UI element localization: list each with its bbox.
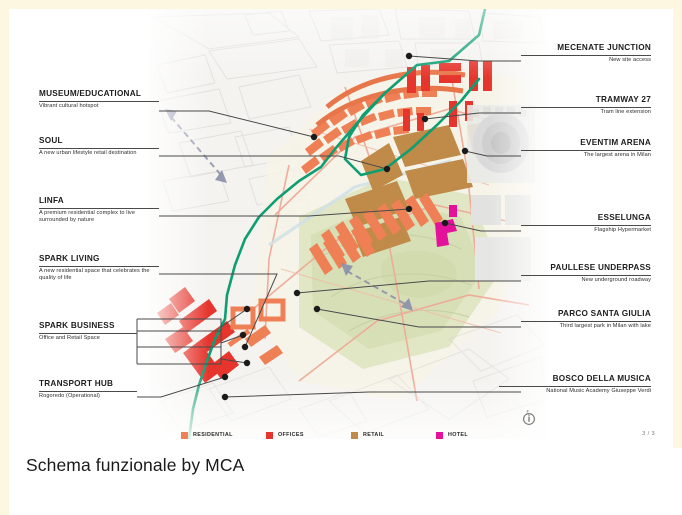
callout-subtitle: Vibrant cultural hotspot bbox=[39, 103, 99, 109]
callout-bosco-della-musica[interactable]: BOSCO DELLA MUSICA National Music Academ… bbox=[499, 374, 651, 395]
callout-museum-educational[interactable]: MUSEUM/EDUCATIONAL Vibrant cultural hots… bbox=[39, 89, 159, 110]
callout-paullese-underpass[interactable]: PAULLESE UNDERPASS New underground roadw… bbox=[521, 263, 651, 284]
legend-label: RESIDENTIAL bbox=[193, 432, 233, 438]
legend-label: RETAIL bbox=[363, 432, 385, 438]
callout-tramway-27[interactable]: TRAMWAY 27 Tram line extension bbox=[521, 95, 651, 116]
callout-title: SOUL bbox=[39, 136, 63, 145]
callout-title: ESSELUNGA bbox=[597, 213, 651, 222]
slide-frame-left bbox=[0, 0, 9, 515]
callout-subtitle: The largest arena in Milan bbox=[583, 152, 651, 158]
callout-title: BOSCO DELLA MUSICA bbox=[552, 374, 651, 383]
callout-rule bbox=[39, 207, 159, 209]
legend-item-hotel[interactable]: HOTEL bbox=[436, 431, 521, 439]
callout-subtitle: Office and Retail Space bbox=[39, 335, 100, 341]
callout-subtitle: Tram line extension bbox=[600, 109, 651, 115]
callout-rule bbox=[521, 224, 651, 226]
legend-swatch-icon bbox=[181, 431, 188, 439]
slide-frame-right bbox=[673, 0, 682, 448]
callout-rule bbox=[499, 385, 651, 387]
callout-rule bbox=[39, 332, 137, 334]
callout-subtitle: National Music Academy Giuseppe Verdi bbox=[546, 388, 651, 394]
callout-subtitle: A new urban lifestyle retail destination bbox=[39, 150, 137, 156]
callout-eventim-arena[interactable]: EVENTIM ARENA The largest arena in Milan bbox=[521, 138, 651, 159]
callout-title: PARCO SANTA GIULIA bbox=[557, 309, 651, 318]
callout-subtitle: A new residential space that celebrates … bbox=[39, 268, 150, 282]
callout-title: SPARK LIVING bbox=[39, 254, 100, 263]
callout-parco-santa-giulia[interactable]: PARCO SANTA GIULIA Third largest park in… bbox=[521, 309, 651, 330]
callout-subtitle: Flagship Hypermarket bbox=[594, 227, 651, 233]
callout-subtitle: Rogoredo (Operational) bbox=[39, 393, 100, 399]
legend-label: OFFICES bbox=[278, 432, 304, 438]
legend-label: HOTEL bbox=[448, 432, 469, 438]
legend-item-residential[interactable]: RESIDENTIAL bbox=[181, 431, 266, 439]
legend-swatch-icon bbox=[266, 431, 273, 439]
callout-rule bbox=[521, 274, 651, 276]
callout-title: LINFA bbox=[39, 196, 64, 205]
callout-linfa[interactable]: LINFA A premium residential complex to l… bbox=[39, 196, 159, 224]
legend-item-offices[interactable]: OFFICES bbox=[266, 431, 351, 439]
legend-swatch-icon bbox=[351, 431, 358, 439]
callout-spark-living[interactable]: SPARK LIVING A new residential space tha… bbox=[39, 254, 159, 282]
callout-subtitle: New underground roadway bbox=[581, 277, 651, 283]
slide-caption: Schema funzionale by MCA bbox=[26, 455, 245, 475]
callout-rule bbox=[521, 320, 651, 322]
legend-swatch-icon bbox=[436, 431, 443, 439]
callout-subtitle: Third largest park in Milan with lake bbox=[559, 323, 651, 329]
callout-title: PAULLESE UNDERPASS bbox=[550, 263, 651, 272]
callout-transport-hub[interactable]: TRANSPORT HUB Rogoredo (Operational) bbox=[39, 379, 137, 400]
map-legend: RESIDENTIAL OFFICES RETAIL HOTEL bbox=[181, 428, 521, 442]
callout-subtitle: A premium residential complex to live su… bbox=[39, 210, 136, 224]
callout-title: MUSEUM/EDUCATIONAL bbox=[39, 89, 142, 98]
callout-rule bbox=[39, 265, 159, 267]
callout-rule bbox=[39, 390, 137, 392]
slide-content: MUSEUM/EDUCATIONAL Vibrant cultural hots… bbox=[9, 9, 673, 439]
masterplan-map[interactable] bbox=[149, 9, 549, 439]
callout-title: MECENATE JUNCTION bbox=[557, 43, 651, 52]
callout-esselunga[interactable]: ESSELUNGA Flagship Hypermarket bbox=[521, 213, 651, 234]
callout-subtitle: New site access bbox=[609, 57, 651, 63]
callout-rule bbox=[39, 100, 159, 102]
callout-rule bbox=[521, 54, 651, 56]
callout-rule bbox=[39, 147, 159, 149]
callout-mecenate-junction[interactable]: MECENATE JUNCTION New site access bbox=[521, 43, 651, 64]
slide-frame-top bbox=[0, 0, 682, 9]
info-icon[interactable] bbox=[521, 410, 537, 426]
callout-rule bbox=[521, 149, 651, 151]
callout-title: EVENTIM ARENA bbox=[580, 138, 651, 147]
callout-rule bbox=[521, 106, 651, 108]
page-indicator: 3 / 3 bbox=[642, 431, 655, 437]
callout-title: TRANSPORT HUB bbox=[39, 379, 114, 388]
callout-title: SPARK BUSINESS bbox=[39, 321, 115, 330]
callout-title: TRAMWAY 27 bbox=[595, 95, 651, 104]
legend-item-retail[interactable]: RETAIL bbox=[351, 431, 436, 439]
callout-soul[interactable]: SOUL A new urban lifestyle retail destin… bbox=[39, 136, 159, 157]
callout-spark-business[interactable]: SPARK BUSINESS Office and Retail Space bbox=[39, 321, 137, 342]
